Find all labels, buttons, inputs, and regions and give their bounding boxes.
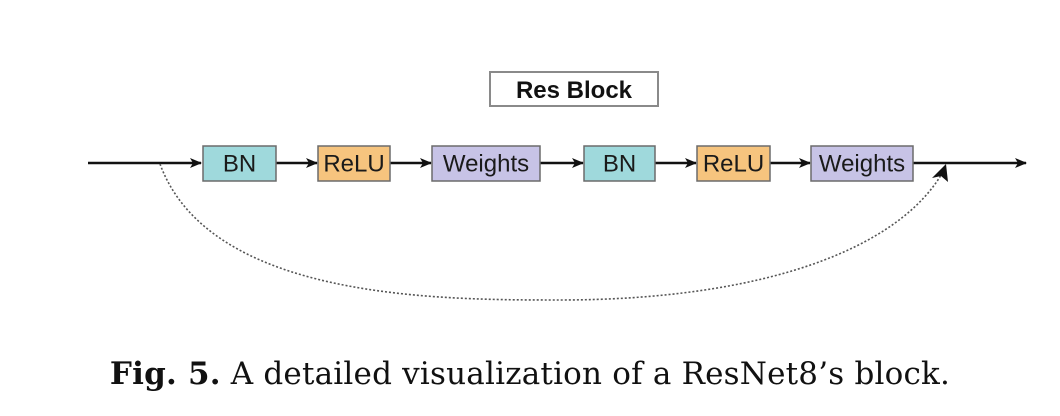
block-weights-3: Weights bbox=[431, 145, 541, 182]
block-label: Weights bbox=[443, 151, 529, 178]
block-box bbox=[696, 145, 771, 182]
block-box bbox=[810, 145, 914, 182]
skip-connection-curve bbox=[159, 163, 945, 301]
block-relu-5: ReLU bbox=[696, 145, 771, 182]
res-block-title-text: Res Block bbox=[516, 77, 633, 104]
block-relu-2: ReLU bbox=[317, 145, 391, 182]
block-label: ReLU bbox=[323, 151, 384, 178]
figure-caption: Fig. 5.A detailed visualization of a Res… bbox=[0, 356, 1060, 392]
block-bn-4: BN bbox=[583, 145, 656, 182]
block-label: ReLU bbox=[703, 151, 764, 178]
skip-connection-arrowhead bbox=[932, 164, 948, 182]
res-block-title-box bbox=[489, 71, 659, 107]
block-weights-6: Weights bbox=[810, 145, 914, 182]
block-box bbox=[317, 145, 391, 182]
res-block-title: Res Block bbox=[489, 71, 659, 107]
block-bn-1: BN bbox=[202, 145, 277, 182]
figure-caption-text: A detailed visualization of a ResNet8’s … bbox=[230, 356, 951, 392]
block-box bbox=[431, 145, 541, 182]
blocks-layer: BN ReLU Weights BN ReLU Weights bbox=[202, 145, 914, 182]
block-box bbox=[583, 145, 656, 182]
block-box bbox=[202, 145, 277, 182]
block-label: Weights bbox=[819, 151, 905, 178]
block-label: BN bbox=[223, 151, 256, 178]
block-label: BN bbox=[603, 151, 636, 178]
figure-label: Fig. 5. bbox=[109, 356, 221, 392]
